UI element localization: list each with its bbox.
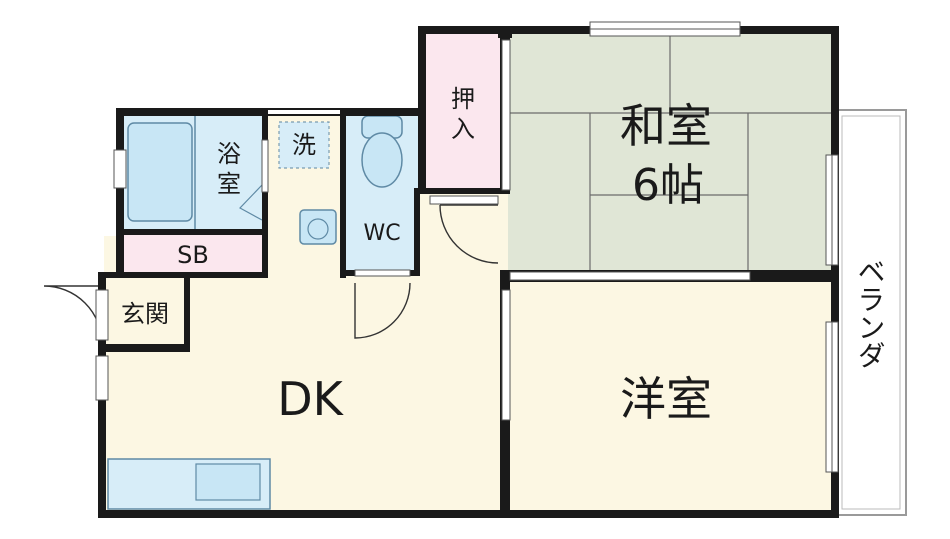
kitchen-sink (195, 463, 261, 501)
bathtub (127, 122, 193, 222)
windows (95, 21, 839, 473)
toilet (361, 115, 403, 188)
tatami-lines (508, 32, 836, 278)
dk-label: DK (277, 372, 344, 426)
youshitsu-label: 洋室 (620, 372, 712, 426)
entrance-floor (105, 280, 187, 348)
wash-basin (299, 209, 337, 245)
balcony-label: ベランダ (854, 257, 887, 369)
bath-label-2: 室 (217, 170, 241, 198)
wc-label: WC (363, 221, 400, 246)
entrance-label: 玄関 (121, 300, 169, 328)
bath-label-1: 浴 (217, 140, 241, 168)
closet-floor (424, 32, 506, 188)
sb-floor (122, 233, 265, 277)
youshitsu-floor (508, 276, 836, 514)
washitsu-floor (508, 32, 836, 278)
laundry-label: 洗 (292, 131, 316, 159)
washer-spot (278, 121, 330, 169)
sb-label: SB (177, 241, 209, 269)
washitsu-size-label: 6帖 (632, 160, 704, 211)
closet-label-1: 押 (451, 85, 475, 113)
washitsu-label: 和室 (620, 99, 712, 153)
closet-label-2: 入 (451, 115, 475, 143)
